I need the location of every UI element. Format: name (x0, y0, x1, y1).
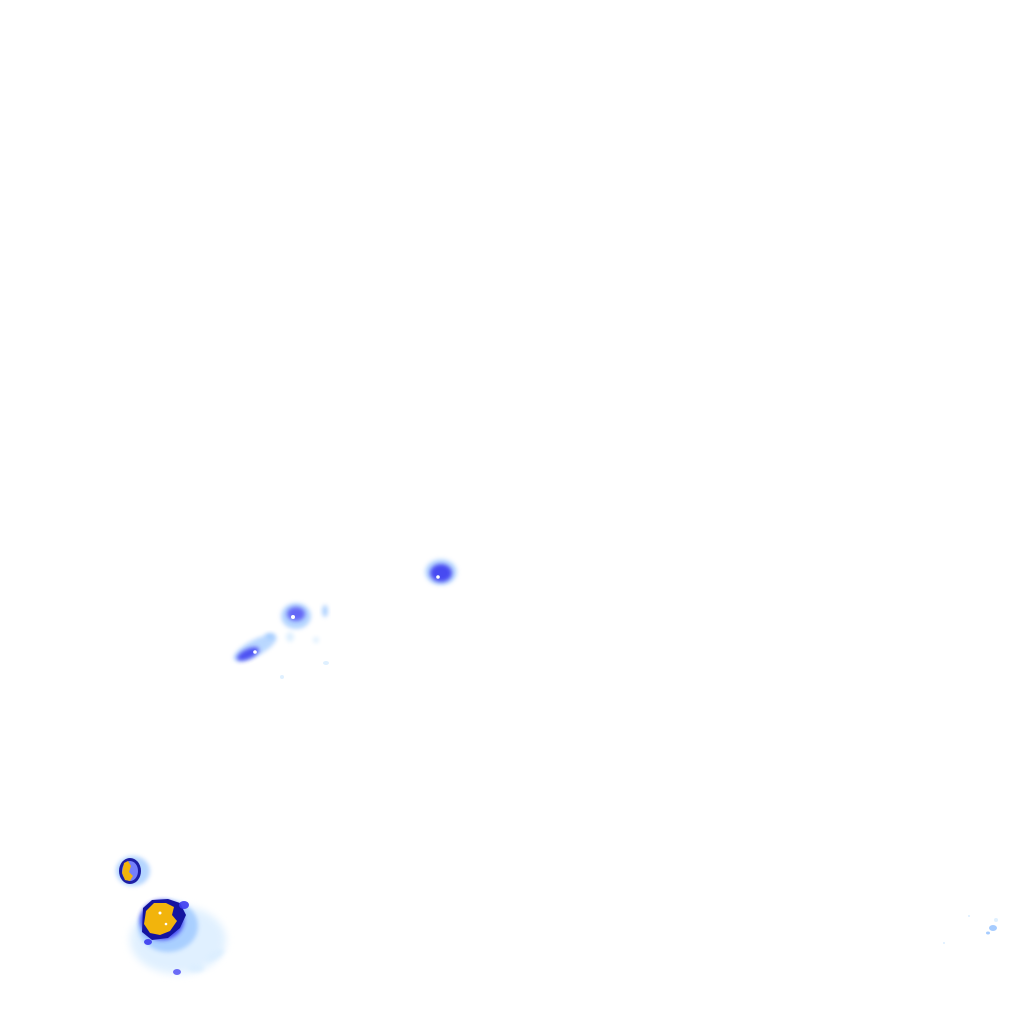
precip-fragment (313, 637, 319, 643)
precip-fragment (280, 675, 284, 679)
precip-core (436, 575, 440, 579)
precip-fragment (322, 605, 328, 617)
precip-intense (144, 903, 177, 935)
precip-cell-southeast (943, 915, 998, 944)
precip-fragment (943, 942, 945, 944)
precip-moderate (236, 647, 260, 661)
precip-core (253, 650, 257, 654)
precip-cell-central (425, 559, 457, 585)
precip-cell-southwest-north (116, 856, 150, 886)
precip-fragment (188, 964, 204, 972)
precip-fragment (323, 661, 329, 665)
precip-fragment (986, 931, 990, 935)
precip-fragment (968, 915, 970, 917)
precip-band-west (233, 633, 329, 679)
precip-hotspot (164, 922, 168, 926)
precip-fragment (144, 939, 152, 945)
precip-intense (122, 861, 133, 881)
precip-fragment (206, 948, 224, 962)
precip-fragment (265, 633, 275, 639)
precip-moderate (430, 564, 452, 582)
precip-fragment (994, 918, 998, 922)
precip-fragment (989, 925, 997, 931)
precip-cell-mid (281, 603, 328, 643)
precip-fragment (179, 901, 189, 909)
precip-moderate (287, 607, 305, 621)
precip-hotspot (158, 911, 162, 915)
precip-fragment (286, 632, 294, 642)
precip-core (291, 615, 295, 619)
precip-cell-southwest-main (130, 899, 226, 975)
precip-fragment (173, 969, 181, 975)
